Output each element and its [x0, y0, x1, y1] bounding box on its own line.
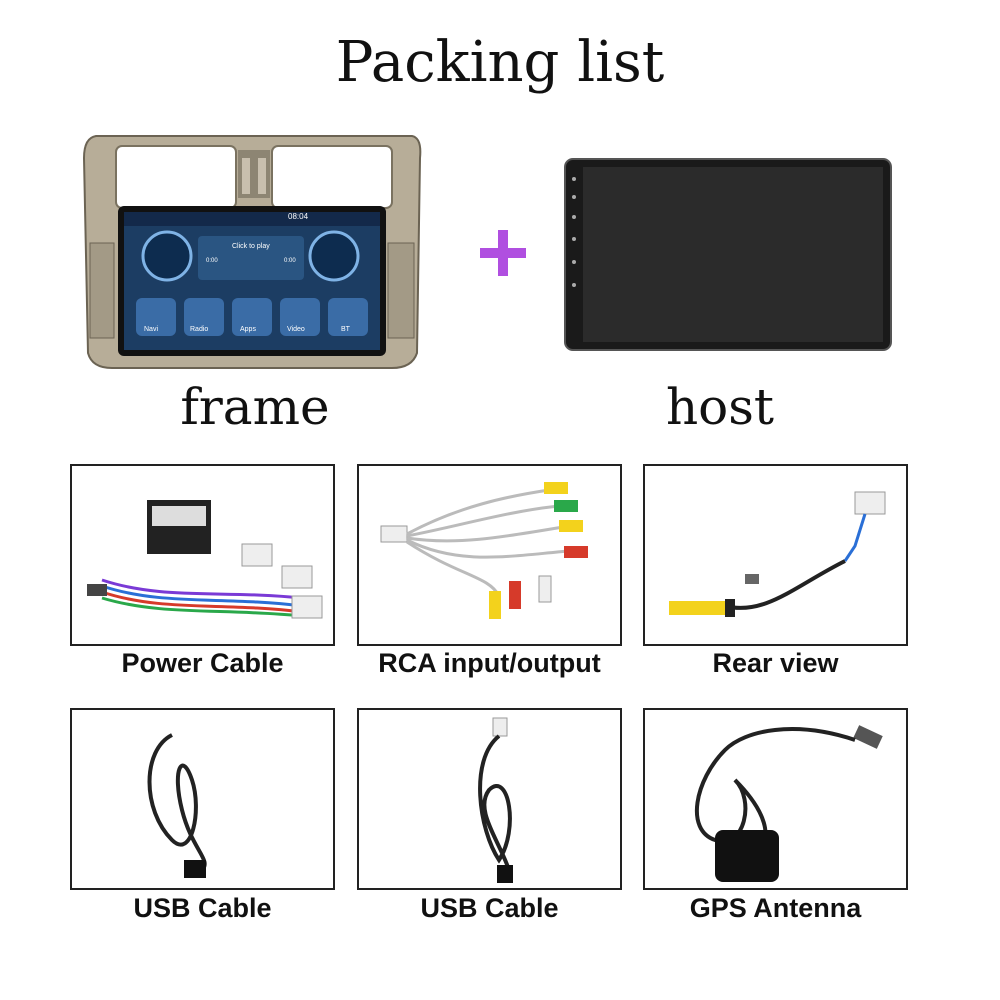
rca-cable-label: RCA input/output — [378, 648, 601, 678]
app-navi-label: Navi — [144, 326, 159, 333]
host-label: host — [665, 378, 775, 436]
time-end: 0:00 — [284, 258, 296, 264]
app-radio-label: Radio — [190, 326, 209, 333]
time-start: 0:00 — [206, 258, 218, 264]
power-cable-box — [70, 464, 335, 646]
usb-cable-image-1 — [147, 733, 207, 878]
usb-cable-image-2 — [478, 717, 513, 883]
frame-label: frame — [180, 378, 330, 436]
host-image — [563, 157, 893, 352]
rear-view-box — [643, 464, 908, 646]
rear-view-cable-image — [669, 491, 886, 617]
plus-icon — [478, 228, 528, 278]
frame-image: 08:04 Click to play 0:00 0:00 Navi Radio… — [82, 128, 422, 373]
gps-antenna-label: GPS Antenna — [689, 893, 862, 923]
app-bt-label: BT — [341, 326, 350, 333]
rca-cable-box — [357, 464, 622, 646]
app-video-label: Video — [287, 326, 305, 333]
app-apps-label: Apps — [240, 326, 256, 333]
click-to-play-label: Click to play — [232, 243, 270, 250]
rca-cable-image — [380, 482, 588, 619]
status-time: 08:04 — [288, 212, 309, 221]
gps-antenna-box — [643, 708, 908, 890]
usb-cable-box-2 — [357, 708, 622, 890]
rear-view-label: Rear view — [712, 648, 839, 678]
power-cable-label: Power Cable — [121, 648, 284, 678]
usb-cable-label-2: USB Cable — [420, 893, 559, 923]
page-title: Packing list — [335, 30, 665, 95]
usb-cable-box-1 — [70, 708, 335, 890]
power-cable-image — [87, 500, 323, 619]
usb-cable-label-1: USB Cable — [133, 893, 272, 923]
gps-antenna-image — [694, 725, 883, 882]
